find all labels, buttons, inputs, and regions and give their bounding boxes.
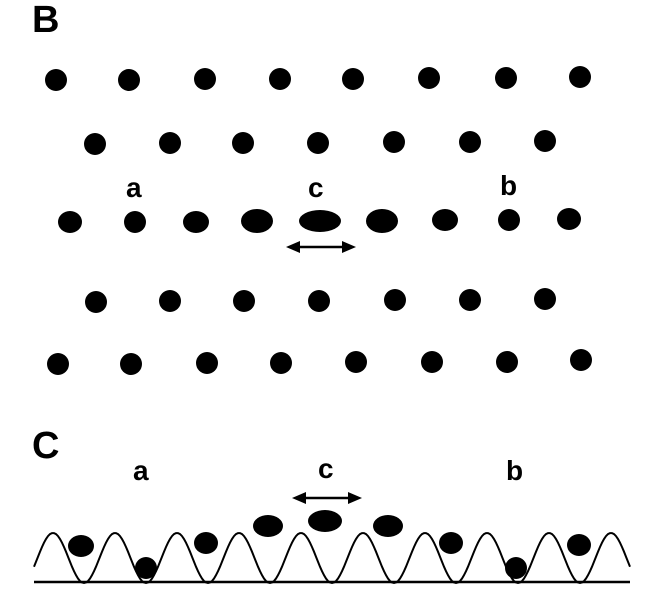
atom	[58, 211, 82, 233]
atom	[567, 534, 591, 556]
panel-c: C a c b	[32, 425, 631, 585]
site-label-b: b	[500, 170, 517, 201]
double-arrow-c	[292, 492, 362, 504]
atom	[342, 68, 364, 90]
atom	[233, 290, 255, 312]
atom	[534, 130, 556, 152]
atom-displaced	[299, 210, 341, 232]
atom-row-2	[84, 130, 556, 155]
atom	[232, 132, 254, 154]
atom	[45, 69, 67, 91]
atom	[498, 209, 520, 231]
atom	[118, 69, 140, 91]
site-label-c-c: c	[318, 453, 334, 484]
atom	[308, 290, 330, 312]
atom	[366, 209, 398, 233]
atom	[68, 535, 94, 557]
site-label-a-c: a	[133, 455, 149, 486]
atom-displaced	[308, 510, 342, 532]
atom	[569, 66, 591, 88]
atom	[159, 290, 181, 312]
atom	[241, 209, 273, 233]
atom	[253, 515, 283, 537]
atom	[307, 132, 329, 154]
atom	[194, 532, 218, 554]
atom	[183, 211, 209, 233]
panel-label-c: C	[32, 425, 59, 467]
atom	[570, 349, 592, 371]
atom	[384, 289, 406, 311]
atom-row-3	[58, 208, 581, 233]
atom	[421, 351, 443, 373]
double-arrow-b	[286, 241, 356, 253]
atom	[495, 67, 517, 89]
atom	[496, 351, 518, 373]
atom	[135, 557, 157, 579]
atom	[439, 532, 463, 554]
atom	[269, 68, 291, 90]
potential-wave	[33, 532, 631, 585]
atom	[124, 211, 146, 233]
atom	[194, 68, 216, 90]
atom-row-4	[85, 288, 556, 313]
atom	[383, 131, 405, 153]
panel-label-b: B	[32, 0, 59, 41]
wave-atoms	[68, 510, 591, 579]
atom	[373, 515, 403, 537]
atom	[432, 209, 458, 231]
atom	[534, 288, 556, 310]
atom	[196, 352, 218, 374]
atom	[85, 291, 107, 313]
atom	[47, 353, 69, 375]
atom	[345, 351, 367, 373]
atom	[557, 208, 581, 230]
atom-row-1	[45, 66, 591, 91]
atom	[120, 353, 142, 375]
atom-row-5	[47, 349, 592, 375]
atom	[159, 132, 181, 154]
atom	[418, 67, 440, 89]
atom	[459, 131, 481, 153]
atom	[459, 289, 481, 311]
site-label-b-c: b	[506, 455, 523, 486]
atom	[84, 133, 106, 155]
site-label-c: c	[308, 172, 324, 203]
atom	[270, 352, 292, 374]
panel-b: B a c b	[32, 0, 592, 375]
atom	[505, 557, 527, 579]
site-label-a: a	[126, 172, 142, 203]
